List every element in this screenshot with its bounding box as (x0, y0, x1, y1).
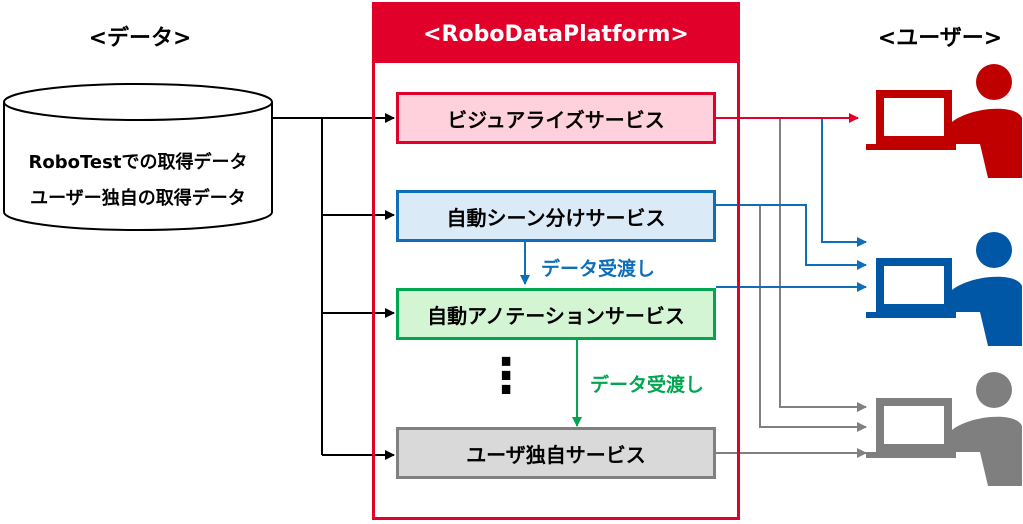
database-icon (3, 83, 273, 231)
gray-connectors (716, 118, 867, 458)
platform-frame: <RoboDataPlatform> (372, 2, 740, 520)
handoff-label-green: データ受渡し (590, 374, 705, 396)
data-heading: <データ> (88, 26, 192, 51)
visualize-service-box: ビジュアライズサービス (396, 92, 716, 144)
more-services-ellipsis: ⋮ (482, 348, 530, 404)
user-custom-service-box: ユーザ独自サービス (396, 427, 716, 479)
user-computer-icon (866, 232, 1022, 346)
database: RoboTestでの取得データ ユーザー独自の取得データ (2, 82, 274, 232)
user-computer-icon (866, 64, 1022, 178)
database-label-line2: ユーザー独自の取得データ (30, 188, 246, 209)
platform-title: <RoboDataPlatform> (375, 5, 737, 63)
handoff-label-blue: データ受渡し (541, 258, 656, 280)
scene-split-service-box: 自動シーン分けサービス (396, 190, 716, 242)
user-computer-icon (866, 372, 1022, 486)
blue-connectors (716, 118, 867, 292)
annotation-service-box: 自動アノテーションサービス (396, 288, 716, 340)
user-heading: <ユーザー> (877, 26, 1003, 51)
database-label-line1: RoboTestでの取得データ (28, 152, 248, 173)
